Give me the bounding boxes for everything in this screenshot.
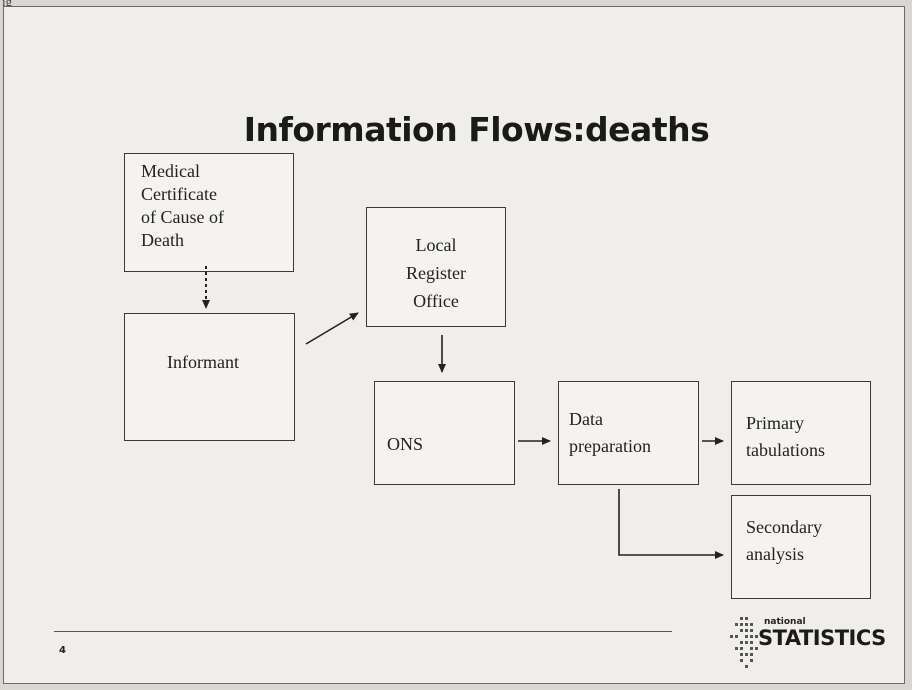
box-line: Data — [569, 409, 603, 429]
arrow-dataprep-to-secondary — [618, 489, 724, 559]
box-data-preparation: Data preparation — [558, 381, 699, 485]
box-informant: Informant — [124, 313, 295, 441]
box-ons: ONS — [374, 381, 515, 485]
box-line: Register — [406, 263, 466, 283]
logo-big-text: STATISTICS — [758, 626, 886, 650]
box-medical-certificate: Medical Certificate of Cause of Death — [124, 153, 294, 272]
box-line: Office — [413, 291, 459, 311]
slide: Information Flows:deaths Medical Certifi… — [3, 6, 905, 684]
box-line: preparation — [569, 436, 651, 456]
corner-label: ig — [2, 0, 13, 9]
box-line: Local — [415, 235, 457, 255]
flow-arrows — [202, 266, 724, 559]
footer-rule — [54, 631, 672, 632]
box-label: ONS — [387, 434, 424, 454]
box-primary-tabulations: Primary tabulations — [731, 381, 871, 485]
box-label: Informant — [167, 352, 239, 372]
box-line: Death — [141, 230, 184, 250]
box-line: tabulations — [746, 440, 825, 460]
logo-dots-icon — [730, 617, 758, 668]
box-line: Secondary — [746, 517, 822, 537]
national-statistics-logo: national STATISTICS — [730, 613, 894, 673]
box-secondary-analysis: Secondary analysis — [731, 495, 871, 599]
box-line: Primary — [746, 413, 804, 433]
slide-title: Information Flows:deaths — [243, 110, 710, 149]
box-line: analysis — [746, 544, 804, 564]
box-line: of Cause of — [141, 207, 224, 227]
box-line: Medical — [141, 161, 200, 181]
box-local-register-office: Local Register Office — [366, 207, 506, 327]
page-number: 4 — [59, 645, 66, 656]
logo-small-text: national — [764, 617, 806, 627]
arrow-informant-to-register — [305, 312, 359, 345]
box-line: Certificate — [141, 184, 217, 204]
